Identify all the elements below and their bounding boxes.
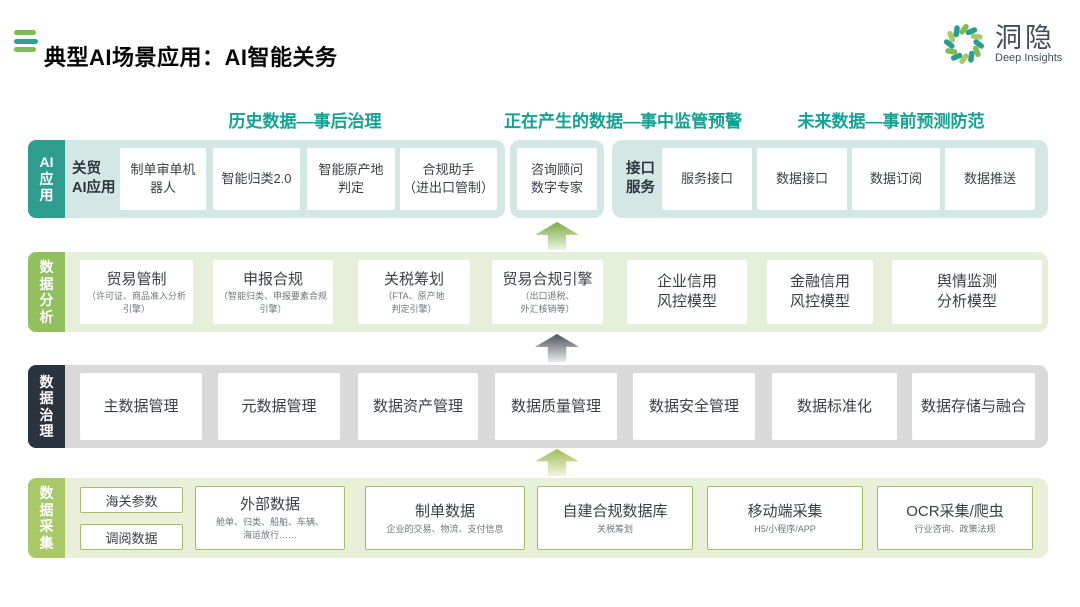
box-trade-control: 贸易管制 （许可证、商品准入分析 引擎） [80, 260, 193, 324]
box-master-data: 主数据管理 [80, 373, 202, 440]
box-doc-data: 制单数据 企业的交易、物流、支付信息 [365, 486, 525, 550]
panel-consulting: 咨询顾问 数字专家 [510, 140, 604, 218]
box-mobile-collection: 移动端采集 H5/小程序/APP [707, 486, 863, 550]
panel-data-governance: 主数据管理 元数据管理 数据资产管理 数据质量管理 数据安全管理 数据标准化 数… [65, 365, 1048, 448]
brand-logo: 洞隐 Deep Insights [940, 20, 1062, 68]
box-origin-determination: 智能原产地 判定 [307, 148, 395, 210]
column-header-history: 历史数据—事后治理 [228, 112, 382, 131]
box-compliance-database: 自建合规数据库 关税筹划 [537, 486, 693, 550]
box-trade-compliance-engine: 贸易合规引擎 （出口退税、 外汇核销等） [492, 260, 603, 324]
up-arrow-governance-to-analysis-icon [535, 334, 579, 362]
panel-data-analysis: 贸易管制 （许可证、商品准入分析 引擎） 申报合规 （智能归类、申报要素合规 引… [65, 252, 1048, 332]
layer-tab-ai-application: AI 应 用 [28, 140, 65, 218]
up-arrow-analysis-to-ai-icon [535, 222, 579, 250]
logo-swirl-icon [943, 23, 985, 65]
panel-data-collection: 海关参数 调阅数据 外部数据 舱单、归类、船舶、车辆、 海运放行…… 制单数据 … [65, 478, 1048, 558]
box-opinion-monitoring-model: 舆情监测 分析模型 [892, 260, 1042, 324]
layer-tab-data-collection: 数 据 采 集 [28, 478, 65, 558]
box-tariff-planning: 关税筹划 （FTA、原产地 判定引擎） [358, 260, 470, 324]
box-external-data: 外部数据 舱单、归类、船舶、车辆、 海运放行…… [195, 486, 345, 550]
layer-data-governance: 数 据 治 理 主数据管理 元数据管理 数据资产管理 数据质量管理 数据安全管理… [0, 365, 1080, 448]
box-metadata: 元数据管理 [218, 373, 340, 440]
page-title: 典型AI场景应用：AI智能关务 [44, 44, 338, 70]
layer-data-analysis: 数 据 分 析 贸易管制 （许可证、商品准入分析 引擎） 申报合规 （智能归类、… [0, 252, 1080, 332]
box-data-security: 数据安全管理 [633, 373, 755, 440]
box-consulting-expert: 咨询顾问 数字专家 [517, 148, 597, 210]
box-data-standardization: 数据标准化 [772, 373, 897, 440]
logo-name: 洞隐 [995, 22, 1055, 53]
box-enterprise-credit-model: 企业信用 风控模型 [627, 260, 747, 324]
panel-trade-ai-apps: 关贸 AI应用 制单审单机 器人 智能归类2.0 智能原产地 判定 合规助手 （… [65, 140, 505, 218]
box-doc-review-robot: 制单审单机 器人 [120, 148, 206, 210]
layer-ai-application: AI 应 用 关贸 AI应用 制单审单机 器人 智能归类2.0 智能原产地 判定… [0, 140, 1080, 218]
box-ocr-crawler: OCR采集/爬虫 行业咨询、政策法规 [877, 486, 1033, 550]
box-declaration-compliance: 申报合规 （智能归类、申报要素合规 引擎） [213, 260, 333, 324]
panel-interface-services: 接口 服务 服务接口 数据接口 数据订阅 数据推送 [612, 140, 1048, 218]
box-financial-credit-model: 金融信用 风控模型 [767, 260, 873, 324]
box-smart-classification: 智能归类2.0 [213, 148, 300, 210]
box-data-push: 数据推送 [945, 148, 1035, 210]
layer-tab-data-analysis: 数 据 分 析 [28, 252, 65, 332]
box-data-api: 数据接口 [757, 148, 847, 210]
box-customs-params: 海关参数 [80, 487, 183, 513]
box-compliance-assistant: 合规助手 （进出口管制） [400, 148, 497, 210]
box-retrieved-data: 调阅数据 [80, 524, 183, 550]
layer-data-collection: 数 据 采 集 海关参数 调阅数据 外部数据 舱单、归类、船舶、车辆、 海运放行… [0, 478, 1080, 558]
menu-bars-icon [14, 30, 38, 56]
box-data-subscription: 数据订阅 [852, 148, 940, 210]
logo-subtitle: Deep Insights [995, 51, 1063, 64]
group-label-interface: 接口 服务 [626, 161, 655, 196]
layer-tab-data-governance: 数 据 治 理 [28, 365, 65, 448]
up-arrow-collection-to-governance-icon [535, 449, 579, 476]
box-service-api: 服务接口 [662, 148, 752, 210]
box-data-asset: 数据资产管理 [358, 373, 478, 440]
column-header-current: 正在产生的数据—事中监管预警 [504, 112, 742, 131]
box-data-quality: 数据质量管理 [495, 373, 617, 440]
box-data-storage-fusion: 数据存储与融合 [912, 373, 1035, 440]
group-label-trade-ai: 关贸 AI应用 [72, 161, 116, 196]
column-header-future: 未来数据—事前预测防范 [797, 112, 985, 131]
